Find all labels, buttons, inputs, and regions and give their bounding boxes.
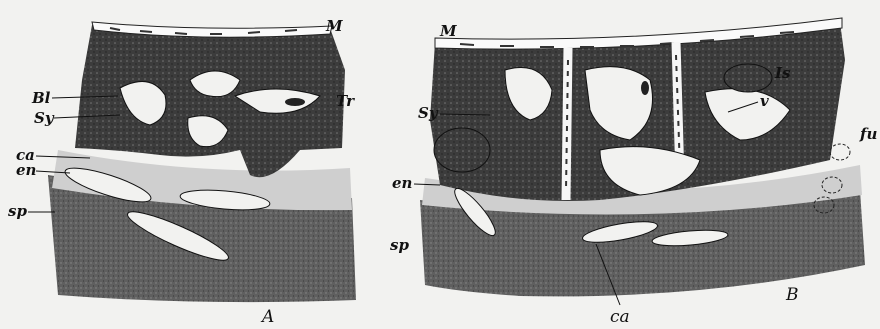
panel-b-label-en: en: [392, 174, 412, 192]
panel-a-label-m: M: [325, 17, 343, 35]
panel-a-nucleus: [285, 98, 305, 106]
panel-b-island: [724, 64, 772, 92]
panel-b-nucleus: [641, 81, 649, 95]
panel-a-label-tr: Tr: [336, 92, 355, 110]
panel-a-caption: A: [260, 307, 274, 327]
panel-a-label-sp: sp: [8, 202, 27, 220]
panel-b-label-v: v: [760, 92, 769, 110]
panel-b-label-is: Is: [774, 64, 791, 82]
panel-b-label-m: M: [439, 22, 457, 40]
panel-a-label-bl: Bl: [31, 89, 51, 107]
panel-a: M Bl Sy Tr ca en sp A: [8, 17, 356, 327]
panel-a-label-sy: Sy: [34, 109, 55, 127]
panel-b-label-sp: sp: [390, 236, 409, 254]
panel-b-cell-1: [830, 144, 850, 160]
panel-b-label-sy: Sy: [418, 104, 439, 122]
panel-b: M Is Sy v fu en sp ca B: [390, 18, 877, 327]
panel-b-label-fu: fu: [859, 125, 877, 143]
panel-a-label-en: en: [16, 161, 36, 179]
panel-b-caption: B: [785, 285, 799, 305]
panel-b-label-ca: ca: [610, 307, 630, 327]
panel-b-sy-bulge: [434, 128, 490, 172]
